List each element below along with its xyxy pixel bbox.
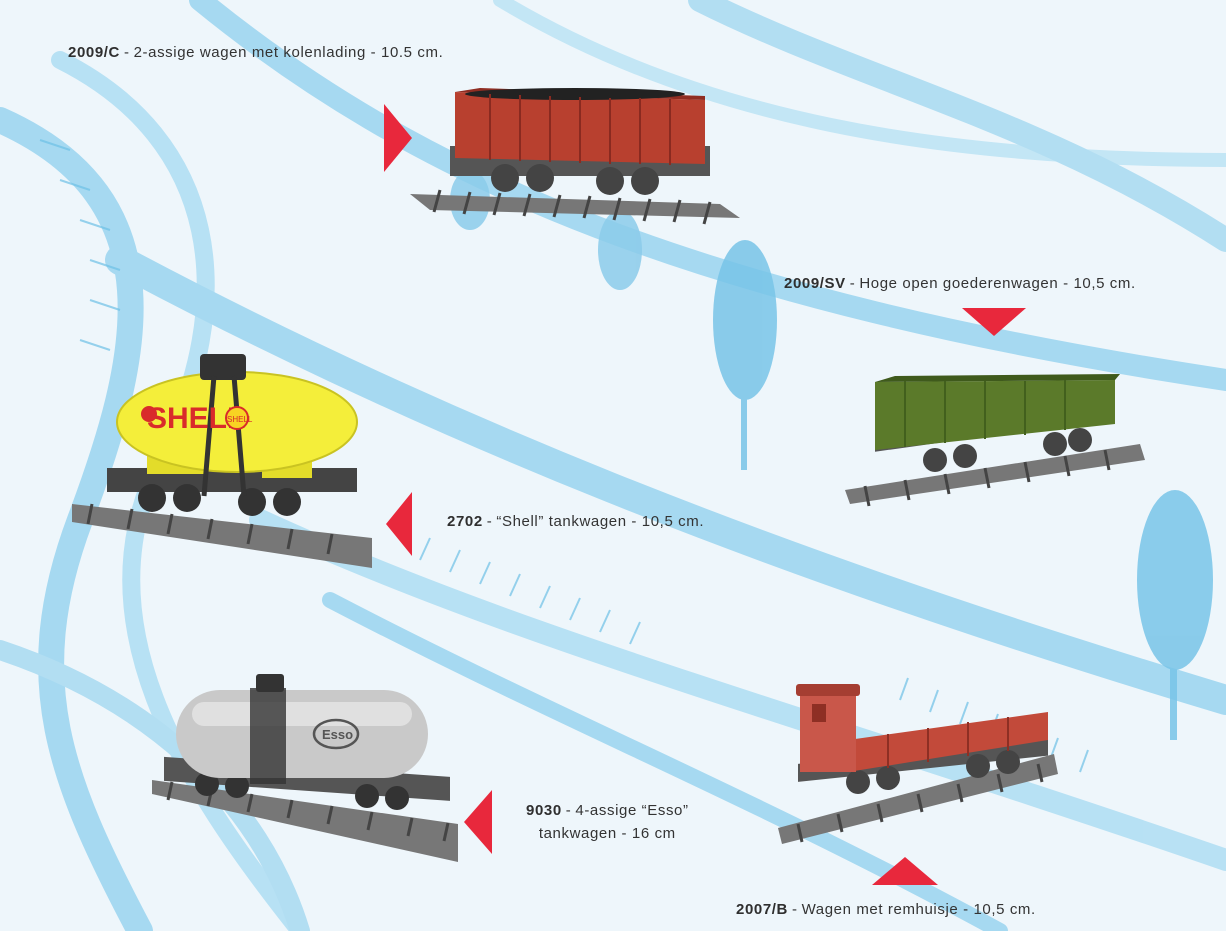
coal-wagon-image [410,88,740,225]
item-description: 2-assige wagen met kolenlading - 10.5 cm… [133,44,444,61]
item-description: Wagen met remhuisje - 10,5 cm. [801,901,1036,918]
arrow-right-icon [384,104,412,172]
caption-2009sv: 2009/SV-Hoge open goederenwagen - 10,5 c… [784,275,1136,292]
caption-9030: 9030-4-assige “Esso” tankwagen - 16 cm [526,802,689,842]
esso-logo: Esso [322,727,353,742]
shell-small-logo: SHELL [227,415,253,424]
green-open-wagon-image [845,374,1145,507]
item-description: Hoge open goederenwagen - 10,5 cm. [859,275,1136,292]
item-code: 2702 [447,513,483,530]
caption-2702: 2702-“Shell” tankwagen - 10,5 cm. [447,513,705,530]
arrow-down-icon [962,308,1026,336]
item-description-line2: tankwagen - 16 cm [538,825,676,842]
item-code: 2007/B [736,901,788,918]
arrow-left-icon [386,492,412,556]
item-code: 2009/SV [784,275,846,292]
arrow-left-icon [464,790,492,854]
item-description: “Shell” tankwagen - 10,5 cm. [496,513,705,530]
item-description: 4-assige “Esso” [575,802,689,819]
esso-tank-wagon-image: Esso [152,674,458,862]
caption-2007b: 2007/B-Wagen met remhuisje - 10,5 cm. [736,901,1036,918]
item-code: 9030 [526,802,562,819]
item-code: 2009/C [68,44,120,61]
shell-tank-wagon-image: SHELL SHELL [72,354,372,568]
brake-house-wagon-image [778,684,1058,844]
arrow-up-icon [872,857,938,885]
caption-2009c: 2009/C-2-assige wagen met kolenlading - … [68,44,444,61]
